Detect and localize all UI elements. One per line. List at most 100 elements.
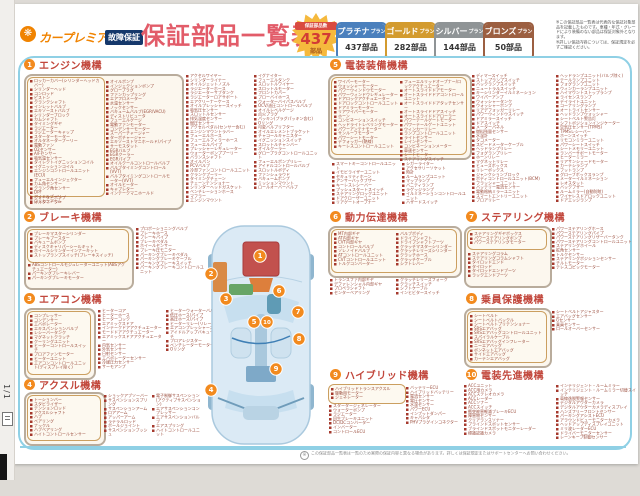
footnote-icon: ※ — [300, 451, 309, 460]
tier-bullet — [30, 357, 33, 361]
part-item: フューエルゲージ — [106, 118, 172, 123]
tier-bullet — [332, 188, 335, 192]
part-item: ホイールシリンダーインナーキット — [30, 249, 124, 253]
tier-bullet — [329, 430, 332, 434]
tier-bullet — [556, 178, 559, 181]
part-item: イルミネーションコントロールユニット — [402, 192, 466, 201]
part-item: エアサスペンションバルブ — [152, 415, 202, 424]
page-indicator: 1/1 — [2, 384, 11, 400]
part-item: ハイトコントロールユニット — [152, 428, 202, 437]
part-item: ヒーターコア — [98, 309, 162, 313]
tier-bullet — [464, 406, 467, 409]
tier-bullet — [472, 186, 475, 190]
tier-bullet — [30, 201, 33, 204]
part-item: キーレスレシーバー — [332, 183, 398, 187]
part-item: スタータージェネレーター — [329, 404, 401, 408]
part-item: エアバッグセンサー — [552, 314, 632, 318]
tier-bullet — [556, 186, 559, 190]
tier-bullet — [406, 417, 409, 420]
part-item: ハザードスイッチ — [402, 200, 466, 205]
part-item: インプットダンパー — [406, 411, 462, 416]
part-item: ヘッドライトレベリングモーター — [334, 123, 398, 127]
part-item: ディマースイッチ — [472, 74, 552, 78]
tier-bullet — [332, 180, 335, 183]
part-item: マグネットクラッチ — [30, 335, 86, 339]
tier-bullet — [556, 79, 559, 82]
part-item: オイルレベルゲージ — [254, 108, 320, 112]
part-item: ブロアファンモーター — [30, 352, 86, 357]
part-item: インヒビタースイッチ — [396, 291, 456, 295]
part-item: メーターパネル — [472, 125, 552, 130]
part-item: オイルヒーター — [106, 183, 172, 187]
part-item: ジェネレーター — [331, 395, 401, 400]
parts-column: シガーライターアクセサリーソケット時計ルームランプユニットマップランプバニティラ… — [402, 162, 466, 248]
part-item: ハンズフリーフロントセンサー — [556, 409, 636, 414]
tier-bullet — [331, 396, 334, 400]
part-item: オイルクーラー — [254, 147, 320, 151]
tier-bullet — [254, 96, 257, 99]
tier-bullet — [30, 135, 33, 139]
part-item: グロープラグコントロールユニット — [254, 151, 320, 160]
tier-bullet — [254, 148, 257, 151]
part-item: コンビネーションメーター — [400, 144, 464, 148]
tier-bullet — [464, 432, 467, 435]
footer-note: ※ この保証部品一覧表は一覧のため実際の保証内容と異なる場合があります。詳しくは… — [300, 451, 630, 461]
part-item: DC/DCコンバーター — [329, 421, 401, 425]
tier-bullet — [30, 80, 33, 83]
tier-bullet — [331, 388, 334, 391]
tier-bullet — [334, 102, 337, 105]
tier-bullet — [254, 92, 257, 95]
part-item: ニュートラルスイッチ — [472, 87, 552, 91]
tier-bullet — [468, 265, 471, 269]
part-item: コンデンサー — [30, 318, 86, 322]
part-item: リアデフォッガーリレー — [472, 108, 552, 112]
tier-bullet — [556, 191, 559, 194]
tier-bullet — [468, 257, 471, 260]
tier-bullet — [30, 433, 33, 436]
part-item: ホイールセンサー — [136, 244, 204, 248]
tier-bullet — [254, 160, 257, 164]
part-item: 車線逸脱警報センサー — [556, 397, 636, 401]
part-item: テールランプユニット — [556, 78, 636, 82]
part-item: ボールジョイント — [104, 424, 150, 428]
part-item: ノックセンサー — [106, 105, 172, 110]
part-item: マップランプ — [402, 179, 466, 183]
tier-bullet — [556, 87, 559, 91]
part-item: エバポレーター — [30, 322, 86, 327]
tier-bullet — [332, 184, 335, 187]
tier-bullet — [556, 199, 559, 203]
tier-bullet — [552, 262, 555, 265]
tier-bullet — [254, 122, 257, 125]
tier-bullet — [470, 349, 473, 352]
part-item: ハブベアリング — [30, 428, 96, 432]
part-item: ドアロックコントロールユニット — [334, 101, 398, 105]
tier-bullet — [464, 419, 467, 422]
tier-bullet — [152, 416, 155, 419]
part-item: 冷媒圧力センサー — [98, 360, 162, 365]
brand-sunburst-icon: ❋ — [20, 26, 36, 42]
part-item: ライセンスランプ — [556, 95, 636, 99]
tier-bullet — [106, 158, 109, 161]
tier-bullet — [186, 87, 189, 91]
tier-bullet — [472, 191, 475, 194]
part-item: ダイレクトイグニッションコイル — [30, 160, 100, 165]
part-item: タイロッドエンド — [468, 260, 544, 265]
part-item: ルームミラー(自動防眩) — [556, 190, 636, 194]
svg-text:1: 1 — [258, 252, 263, 260]
plan-card-silver: シルバープラン 144部品 — [434, 22, 485, 60]
tier-bullet — [28, 264, 31, 267]
part-item: 乗員センサー — [552, 323, 632, 327]
tier-bullet — [30, 122, 33, 126]
tier-bullet — [332, 193, 335, 196]
tier-bullet — [254, 165, 257, 168]
tier-bullet — [106, 106, 109, 110]
tier-bullet — [400, 111, 403, 114]
part-item: 吸気温センサー — [30, 156, 100, 160]
tier-bullet — [470, 332, 473, 335]
part-item: コントロールバルブ — [334, 245, 394, 249]
part-item: エアミックスドア — [98, 322, 162, 326]
part-item: エアクリーナーケース — [186, 99, 250, 104]
page-icon[interactable] — [2, 412, 13, 426]
